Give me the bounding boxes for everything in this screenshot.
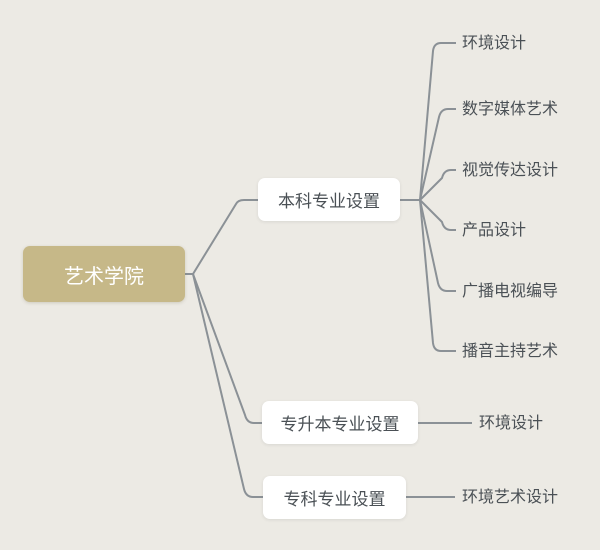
leaf-node[interactable]: 视觉传达设计 xyxy=(462,160,559,179)
branch-node-undergraduate[interactable]: 本科专业设置 xyxy=(258,178,400,221)
leaf-node[interactable]: 数字媒体艺术 xyxy=(462,99,559,118)
branch-node-label: 本科专业设置 xyxy=(278,192,380,212)
branch-node-vocational[interactable]: 专科专业设置 xyxy=(263,476,406,519)
connector-branch0-leaf2 xyxy=(419,169,456,201)
leaf-node[interactable]: 环境设计 xyxy=(479,413,544,432)
branch-node-label: 专升本专业设置 xyxy=(280,415,400,435)
connector-branch0-leaf5 xyxy=(419,199,456,352)
root-node-label: 艺术学院 xyxy=(64,263,144,288)
connector-branch0-leaf0 xyxy=(419,42,456,201)
leaf-node[interactable]: 广播电视编导 xyxy=(462,281,559,300)
leaf-node[interactable]: 环境设计 xyxy=(462,33,527,52)
connector-branch0-leaf4 xyxy=(419,199,456,292)
branch-node-upgrade[interactable]: 专升本专业设置 xyxy=(262,401,418,444)
branch-node-label: 专科专业设置 xyxy=(283,490,386,510)
leaf-node[interactable]: 环境艺术设计 xyxy=(462,487,559,506)
root-node[interactable]: 艺术学院 xyxy=(23,246,185,302)
connector-root-branch0 xyxy=(185,199,258,275)
leaf-node[interactable]: 产品设计 xyxy=(462,220,527,239)
leaf-node[interactable]: 播音主持艺术 xyxy=(462,341,559,360)
connector-branch0-leaf1 xyxy=(419,108,456,201)
connector-root-branch1 xyxy=(192,273,262,424)
connector-root-branch2 xyxy=(192,273,263,498)
connector-branch0-leaf3 xyxy=(419,199,456,231)
